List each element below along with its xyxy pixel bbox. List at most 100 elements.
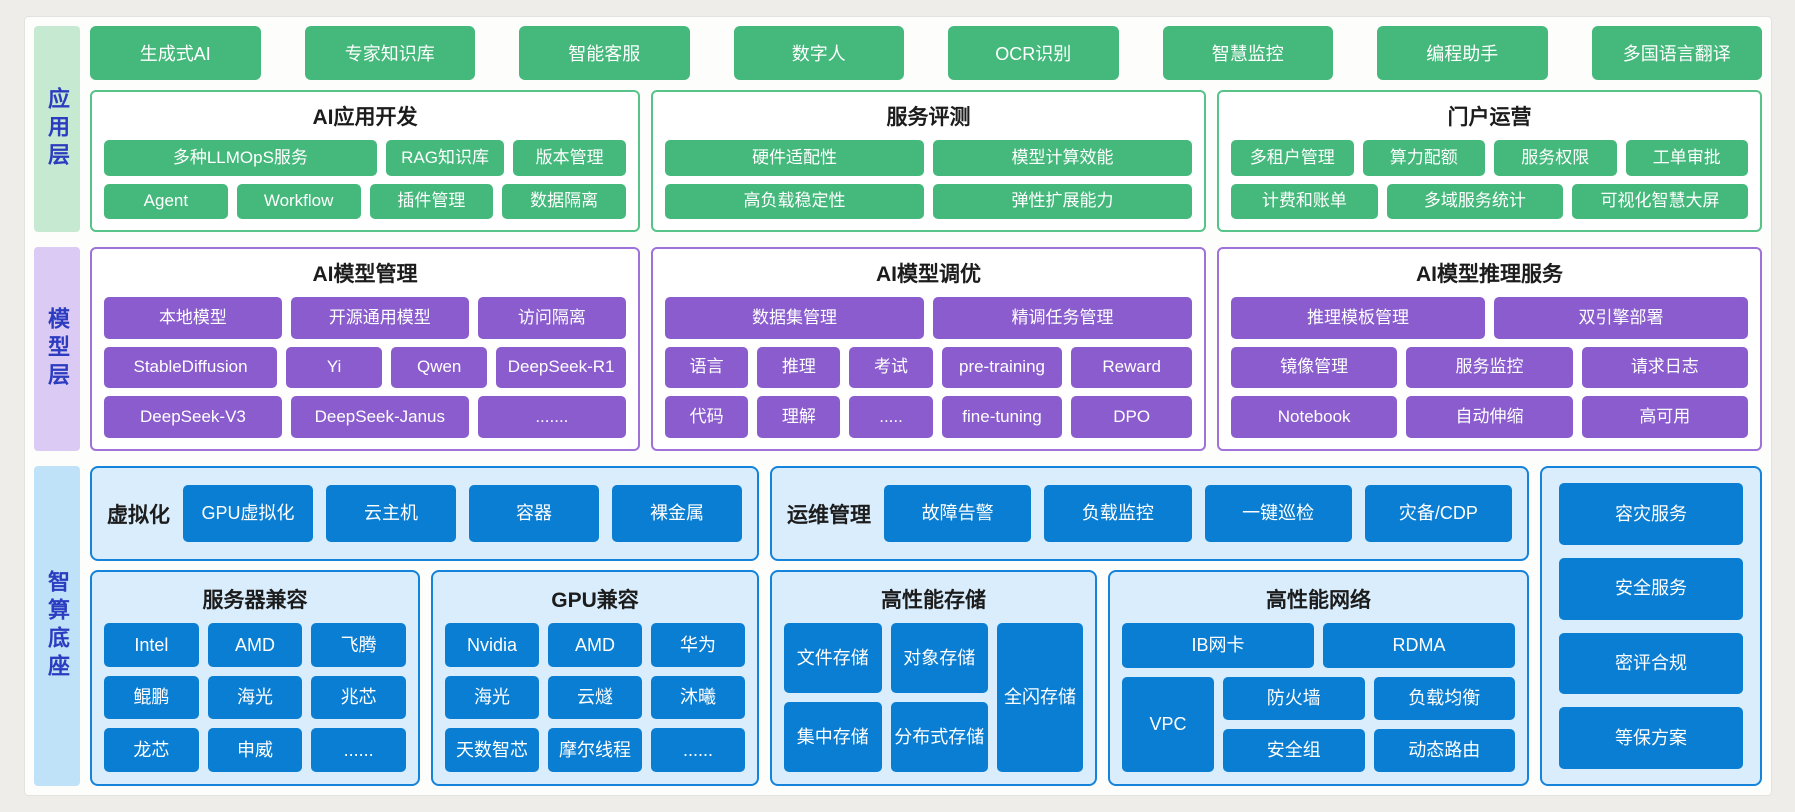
btn-dataset-management[interactable]: 数据集管理 — [665, 297, 924, 339]
btn-model-compute-efficiency[interactable]: 模型计算效能 — [933, 140, 1192, 176]
btn-file-storage[interactable]: 文件存储 — [784, 623, 882, 693]
btn-data-isolation[interactable]: 数据隔离 — [502, 183, 626, 219]
btn-deepseek-r1[interactable]: DeepSeek-R1 — [496, 346, 626, 389]
btn-code[interactable]: 代码 — [665, 396, 749, 439]
btn-deepseek-v3[interactable]: DeepSeek-V3 — [104, 396, 282, 439]
chip-smart-customer-service[interactable]: 智能客服 — [519, 26, 690, 80]
chip-expert-knowledge-base[interactable]: 专家知识库 — [304, 26, 475, 80]
btn-iluvatar[interactable]: 天数智芯 — [445, 728, 539, 772]
btn-qwen[interactable]: Qwen — [391, 346, 488, 389]
btn-exam[interactable]: 考试 — [849, 346, 933, 389]
btn-all-flash-storage[interactable]: 全闪存储 — [997, 623, 1083, 772]
btn-load-balancing[interactable]: 负载均衡 — [1373, 677, 1515, 721]
btn-finetune-task-management[interactable]: 精调任务管理 — [933, 297, 1192, 339]
btn-notebook[interactable]: Notebook — [1231, 396, 1398, 439]
btn-hardware-compatibility[interactable]: 硬件适配性 — [665, 140, 924, 176]
btn-classified-protection-plan[interactable]: 等保方案 — [1559, 707, 1743, 769]
btn-multi-domain-stats[interactable]: 多域服务统计 — [1386, 183, 1563, 219]
btn-firewall[interactable]: 防火墙 — [1223, 677, 1365, 721]
btn-high-load-stability[interactable]: 高负载稳定性 — [665, 183, 924, 219]
chip-multilingual-translation[interactable]: 多国语言翻译 — [1591, 26, 1762, 80]
group-title: AI模型调优 — [876, 263, 981, 286]
btn-llmops-services[interactable]: 多种LLMOpS服务 — [104, 140, 377, 176]
btn-plugin-management[interactable]: 插件管理 — [369, 183, 494, 219]
btn-gpu-virtualization[interactable]: GPU虚拟化 — [183, 485, 313, 542]
btn-container[interactable]: 容器 — [469, 485, 599, 542]
btn-huawei[interactable]: 华为 — [651, 623, 745, 667]
btn-visual-dashboard[interactable]: 可视化智慧大屏 — [1571, 183, 1749, 219]
btn-distributed-storage[interactable]: 分布式存储 — [890, 702, 988, 772]
btn-ib-nic[interactable]: IB网卡 — [1122, 623, 1314, 669]
btn-open-source-models[interactable]: 开源通用模型 — [290, 297, 469, 339]
btn-access-isolation[interactable]: 访问隔离 — [477, 297, 626, 339]
btn-deepseek-janus[interactable]: DeepSeek-Janus — [290, 396, 469, 439]
btn-amd-server[interactable]: AMD — [207, 623, 303, 667]
btn-inference-template-management[interactable]: 推理模板管理 — [1231, 297, 1485, 339]
chip-coding-assistant[interactable]: 编程助手 — [1377, 26, 1548, 80]
btn-hygon-server[interactable]: 海光 — [207, 675, 303, 720]
btn-high-availability[interactable]: 高可用 — [1581, 396, 1748, 439]
btn-dynamic-routing[interactable]: 动态路由 — [1373, 729, 1515, 772]
btn-more-tuning[interactable]: ..... — [849, 396, 933, 439]
btn-elastic-scaling[interactable]: 弹性扩展能力 — [933, 183, 1192, 219]
btn-security-group[interactable]: 安全组 — [1223, 729, 1365, 772]
btn-ticket-approval[interactable]: 工单审批 — [1625, 140, 1748, 176]
btn-zhaoxin[interactable]: 兆芯 — [311, 675, 406, 720]
btn-multi-tenant-management[interactable]: 多租户管理 — [1231, 140, 1354, 176]
btn-version-management[interactable]: 版本管理 — [513, 140, 626, 176]
btn-disaster-recovery-service[interactable]: 容灾服务 — [1559, 483, 1743, 545]
chip-smart-monitoring[interactable]: 智慧监控 — [1162, 26, 1333, 80]
btn-object-storage[interactable]: 对象存储 — [890, 623, 988, 693]
btn-phytium[interactable]: 飞腾 — [311, 623, 406, 667]
btn-billing[interactable]: 计费和账单 — [1231, 183, 1378, 219]
btn-service-permissions[interactable]: 服务权限 — [1494, 140, 1617, 176]
btn-stable-diffusion[interactable]: StableDiffusion — [104, 346, 278, 389]
btn-rag-knowledge-base[interactable]: RAG知识库 — [385, 140, 505, 176]
btn-language[interactable]: 语言 — [665, 346, 749, 389]
btn-bare-metal[interactable]: 裸金属 — [612, 485, 742, 542]
btn-cloud-host[interactable]: 云主机 — [326, 485, 456, 542]
btn-vpc[interactable]: VPC — [1122, 677, 1214, 772]
chip-generative-ai[interactable]: 生成式AI — [90, 26, 261, 80]
btn-dpo[interactable]: DPO — [1071, 396, 1192, 439]
btn-compute-quota[interactable]: 算力配额 — [1362, 140, 1485, 176]
btn-fault-alerting[interactable]: 故障告警 — [884, 485, 1032, 542]
btn-muxi[interactable]: 沐曦 — [651, 675, 745, 720]
btn-dual-engine-deployment[interactable]: 双引擎部署 — [1494, 297, 1748, 339]
btn-crypto-compliance[interactable]: 密评合规 — [1559, 632, 1743, 695]
btn-rdma[interactable]: RDMA — [1323, 623, 1515, 669]
btn-workflow[interactable]: Workflow — [236, 183, 361, 219]
btn-load-monitoring[interactable]: 负载监控 — [1044, 485, 1192, 542]
btn-dr-cdp[interactable]: 灾备/CDP — [1364, 485, 1512, 542]
btn-request-logs[interactable]: 请求日志 — [1581, 346, 1748, 389]
btn-loongson[interactable]: 龙芯 — [104, 728, 199, 772]
btn-centralized-storage[interactable]: 集中存储 — [784, 702, 882, 772]
btn-more-gpus[interactable]: ...... — [651, 728, 745, 772]
btn-more-servers[interactable]: ...... — [311, 728, 406, 772]
btn-reward[interactable]: Reward — [1071, 346, 1192, 389]
btn-security-service[interactable]: 安全服务 — [1559, 557, 1743, 620]
btn-reasoning[interactable]: 推理 — [757, 346, 841, 389]
btn-yi[interactable]: Yi — [286, 346, 383, 389]
btn-amd-gpu[interactable]: AMD — [548, 623, 642, 667]
btn-fine-tuning[interactable]: fine-tuning — [941, 396, 1063, 439]
btn-intel[interactable]: Intel — [104, 623, 199, 667]
btn-hygon-gpu[interactable]: 海光 — [445, 675, 539, 720]
btn-nvidia[interactable]: Nvidia — [445, 623, 539, 667]
btn-enflame[interactable]: 云燧 — [548, 675, 642, 720]
btn-auto-scaling[interactable]: 自动伸缩 — [1406, 396, 1573, 439]
btn-local-models[interactable]: 本地模型 — [104, 297, 282, 339]
btn-understanding[interactable]: 理解 — [757, 396, 841, 439]
btn-more-models[interactable]: ....... — [477, 396, 626, 439]
btn-service-monitoring[interactable]: 服务监控 — [1406, 346, 1573, 389]
btn-agent[interactable]: Agent — [104, 183, 228, 219]
chip-ocr[interactable]: OCR识别 — [948, 26, 1119, 80]
btn-image-management[interactable]: 镜像管理 — [1231, 346, 1398, 389]
btn-moore-threads[interactable]: 摩尔线程 — [548, 728, 642, 772]
btn-sunway[interactable]: 申威 — [207, 728, 303, 772]
layer-tab-model: 模型层 — [34, 247, 80, 451]
btn-kunpeng[interactable]: 鲲鹏 — [104, 675, 199, 720]
btn-one-click-inspection[interactable]: 一键巡检 — [1204, 485, 1352, 542]
btn-pre-training[interactable]: pre-training — [941, 346, 1063, 389]
chip-digital-human[interactable]: 数字人 — [733, 26, 904, 80]
